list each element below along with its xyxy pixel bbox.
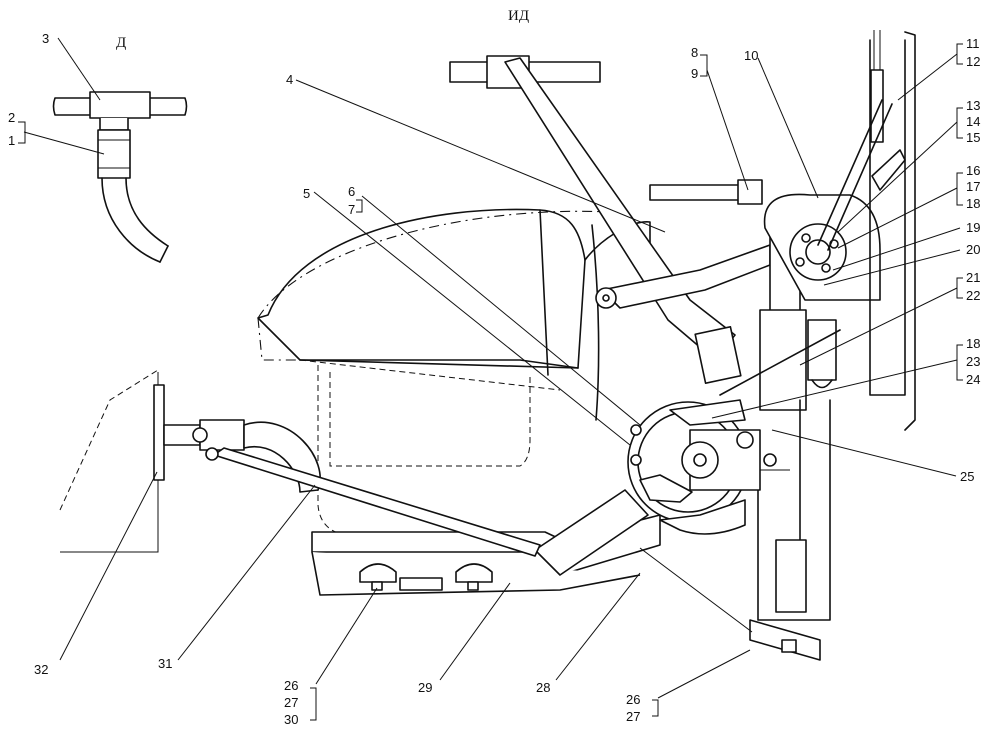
callout-30: 30	[284, 712, 298, 727]
callout-19: 19	[966, 220, 980, 235]
view-mark-inset: Д	[116, 35, 126, 51]
callout-12: 12	[966, 54, 980, 69]
upper-fan-heater	[649, 149, 906, 411]
leader-lines	[18, 37, 963, 721]
callout-17: 17	[966, 179, 980, 194]
callout-27-left: 27	[284, 695, 298, 710]
right-frame-rails	[749, 30, 916, 661]
callout-13: 13	[966, 98, 980, 113]
callout-25: 25	[960, 469, 974, 484]
callout-29: 29	[418, 680, 432, 695]
view-mark-top: ИД	[508, 8, 529, 24]
callout-3: 3	[42, 31, 49, 46]
callout-24: 24	[966, 372, 980, 387]
callout-28: 28	[536, 680, 550, 695]
heater-pipe-upper	[449, 55, 771, 384]
callout-26-right: 26	[626, 692, 640, 707]
callout-1: 1	[8, 133, 15, 148]
inset-view-tee-fitting	[52, 91, 188, 263]
callout-10: 10	[744, 48, 758, 63]
callout-4: 4	[286, 72, 293, 87]
floor-tray	[311, 514, 661, 596]
callout-21: 21	[966, 270, 980, 285]
callout-31: 31	[158, 656, 172, 671]
callout-7: 7	[348, 202, 355, 217]
callout-8: 8	[691, 45, 698, 60]
callout-32: 32	[34, 662, 48, 677]
callout-26-left: 26	[284, 678, 298, 693]
callout-11: 11	[966, 36, 980, 51]
callout-16: 16	[966, 163, 980, 178]
callout-27-right: 27	[626, 709, 640, 724]
callout-6: 6	[348, 184, 355, 199]
lower-fan-heater	[534, 329, 841, 576]
callout-18-upper: 18	[966, 196, 980, 211]
callout-18-lower: 18	[966, 336, 980, 351]
callout-20: 20	[966, 242, 980, 257]
callout-15: 15	[966, 130, 980, 145]
seat-frame	[257, 208, 651, 421]
callout-5: 5	[303, 186, 310, 201]
cab-panel-outline	[59, 210, 651, 553]
callout-2: 2	[8, 110, 15, 125]
callout-22: 22	[966, 288, 980, 303]
left-pipe-and-flange	[153, 384, 541, 557]
callout-9: 9	[691, 66, 698, 81]
callout-14: 14	[966, 114, 980, 129]
callout-23: 23	[966, 354, 980, 369]
